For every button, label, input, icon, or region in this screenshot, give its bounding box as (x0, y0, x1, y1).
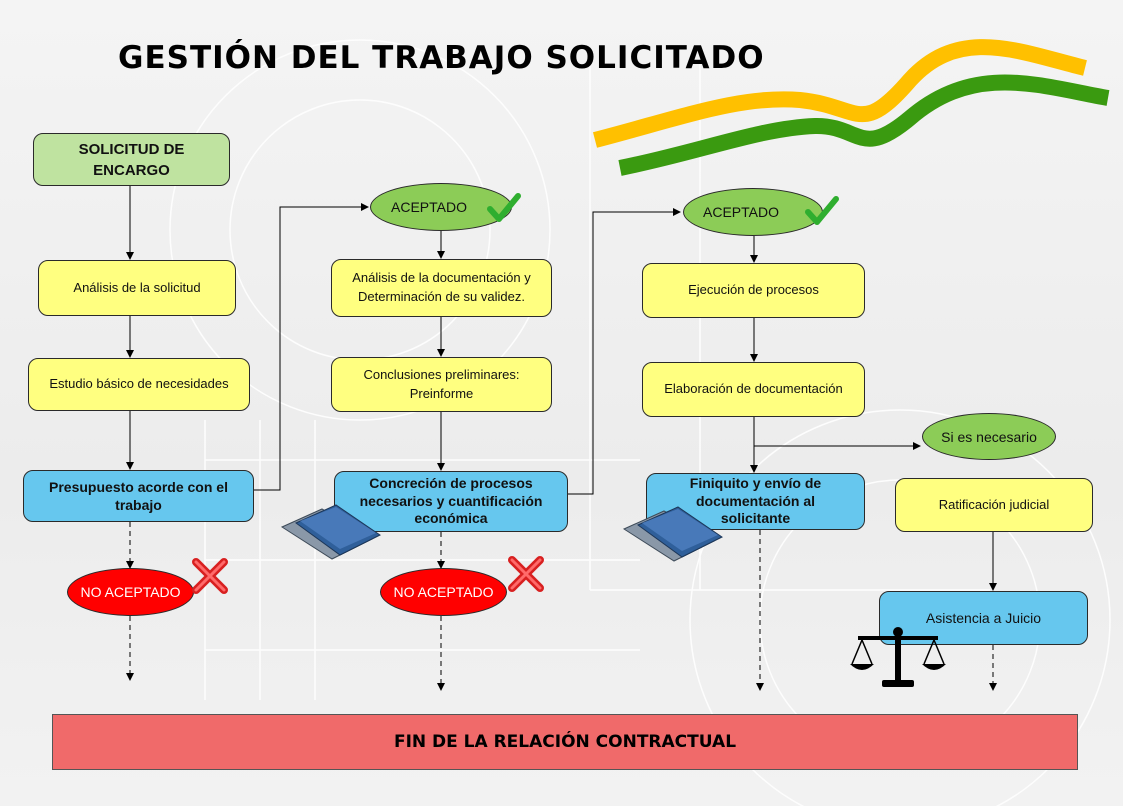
node-analisis-documentacion: Análisis de la documentación y Determina… (331, 259, 552, 317)
node-presupuesto: Presupuesto acorde con el trabajo (23, 470, 254, 522)
node-conclusiones-preliminares: Conclusiones preliminares: Preinforme (331, 357, 552, 412)
node-analisis-solicitud-label: Análisis de la solicitud (73, 279, 201, 295)
node-solicitud-line-1: SOLICITUD DE (78, 140, 185, 158)
node-asistencia-juicio: Asistencia a Juicio (879, 591, 1088, 645)
node-aceptado-2: ACEPTADO (683, 188, 823, 236)
node-elaboracion-documentacion: Elaboración de documentación (642, 362, 865, 417)
node-finiquito-line-1: Finiquito y envío de (689, 475, 822, 492)
connector-presupuesto-aceptado (254, 203, 369, 491)
folders-icon (280, 504, 381, 560)
node-ejecucion-procesos: Ejecución de procesos (642, 263, 865, 318)
node-fin-relacion-contractual: FIN DE LA RELACIÓN CONTRACTUAL (52, 714, 1078, 770)
check-icon (487, 193, 521, 222)
folders-icon (622, 506, 723, 562)
node-conclusiones-line-2: Preinforme (409, 385, 474, 401)
node-no-aceptado-1: NO ACEPTADO (67, 568, 194, 616)
node-analisis-documentacion-line-1: Análisis de la documentación y (352, 270, 531, 286)
decorative-waves-icon (592, 39, 1110, 176)
node-si-es-necesario-label: Si es necesario (941, 428, 1037, 445)
node-presupuesto-line-2: trabajo (115, 497, 162, 513)
node-solicitud-line-2: ENCARGO (93, 161, 170, 179)
node-analisis-solicitud: Análisis de la solicitud (38, 260, 236, 316)
node-concrecion-procesos: Concreción de procesos necesarios y cuan… (334, 471, 568, 532)
node-concrecion-line-1: Concreción de procesos (369, 475, 533, 492)
node-fin-label: FIN DE LA RELACIÓN CONTRACTUAL (393, 732, 737, 752)
node-finiquito-line-3: solicitante (720, 510, 791, 527)
check-icon (805, 196, 839, 225)
page-title: GESTIÓN DEL TRABAJO SOLICITADO (118, 40, 765, 76)
scales-of-justice-icon (850, 627, 946, 687)
node-ratificacion-judicial: Ratificación judicial (895, 478, 1093, 532)
node-si-es-necesario: Si es necesario (922, 413, 1056, 460)
node-solicitud-encargo: SOLICITUD DE ENCARGO (33, 133, 230, 186)
node-presupuesto-line-1: Presupuesto acorde con el (49, 478, 228, 495)
node-conclusiones-line-1: Conclusiones preliminares: (363, 366, 520, 382)
node-finiquito-line-2: documentación al (695, 492, 816, 509)
node-asistencia-label: Asistencia a Juicio (925, 609, 1042, 626)
node-no-aceptado-2-label: NO ACEPTADO (393, 584, 494, 600)
node-analisis-documentacion-line-2: Determinación de su validez. (358, 289, 525, 304)
node-ejecucion-label: Ejecución de procesos (688, 282, 819, 298)
node-estudio-basico-label: Estudio básico de necesidades (49, 376, 229, 392)
node-no-aceptado-2: NO ACEPTADO (380, 568, 507, 616)
node-estudio-basico: Estudio básico de necesidades (28, 358, 250, 411)
node-ratificacion-label: Ratificación judicial (938, 496, 1050, 512)
cross-icon (192, 558, 228, 594)
node-concrecion-line-3: económica (414, 510, 488, 527)
node-no-aceptado-1-label: NO ACEPTADO (80, 584, 181, 600)
node-concrecion-line-2: necesarios y cuantificación (359, 492, 543, 509)
node-aceptado-2-label: ACEPTADO (703, 204, 779, 220)
cross-icon (508, 556, 544, 592)
connector-concrecion-aceptado (568, 208, 681, 495)
node-aceptado-1-label: ACEPTADO (391, 199, 467, 215)
node-elaboracion-label: Elaboración de documentación (664, 381, 843, 397)
